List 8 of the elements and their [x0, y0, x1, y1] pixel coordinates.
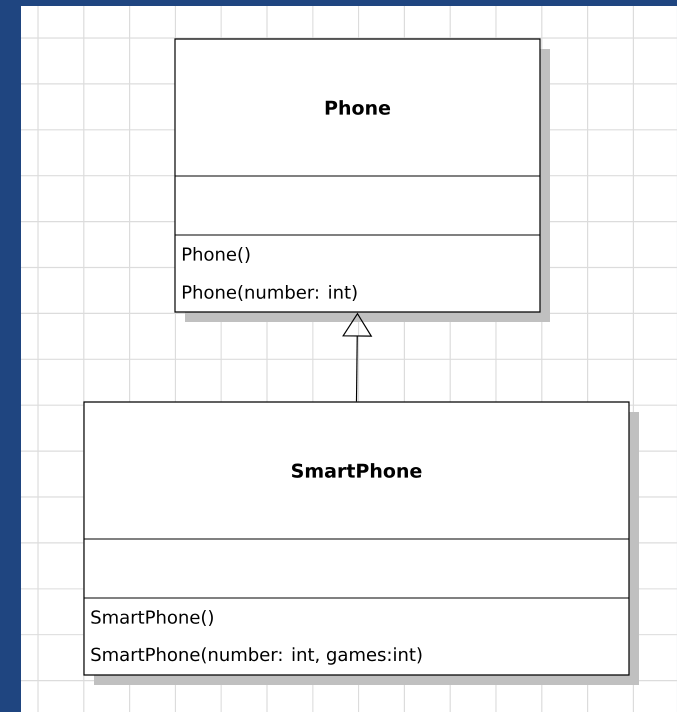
method-text: SmartPhone(number: int, games:int)	[91, 647, 422, 665]
class-name: Phone	[326, 100, 390, 115]
method-text: Phone(number: int)	[182, 284, 357, 302]
class-box	[174, 38, 550, 322]
class-name: SmartPhone	[292, 463, 422, 478]
class-box	[83, 401, 639, 685]
method-text: SmartPhone()	[91, 610, 213, 626]
method-text: Phone()	[182, 246, 250, 264]
